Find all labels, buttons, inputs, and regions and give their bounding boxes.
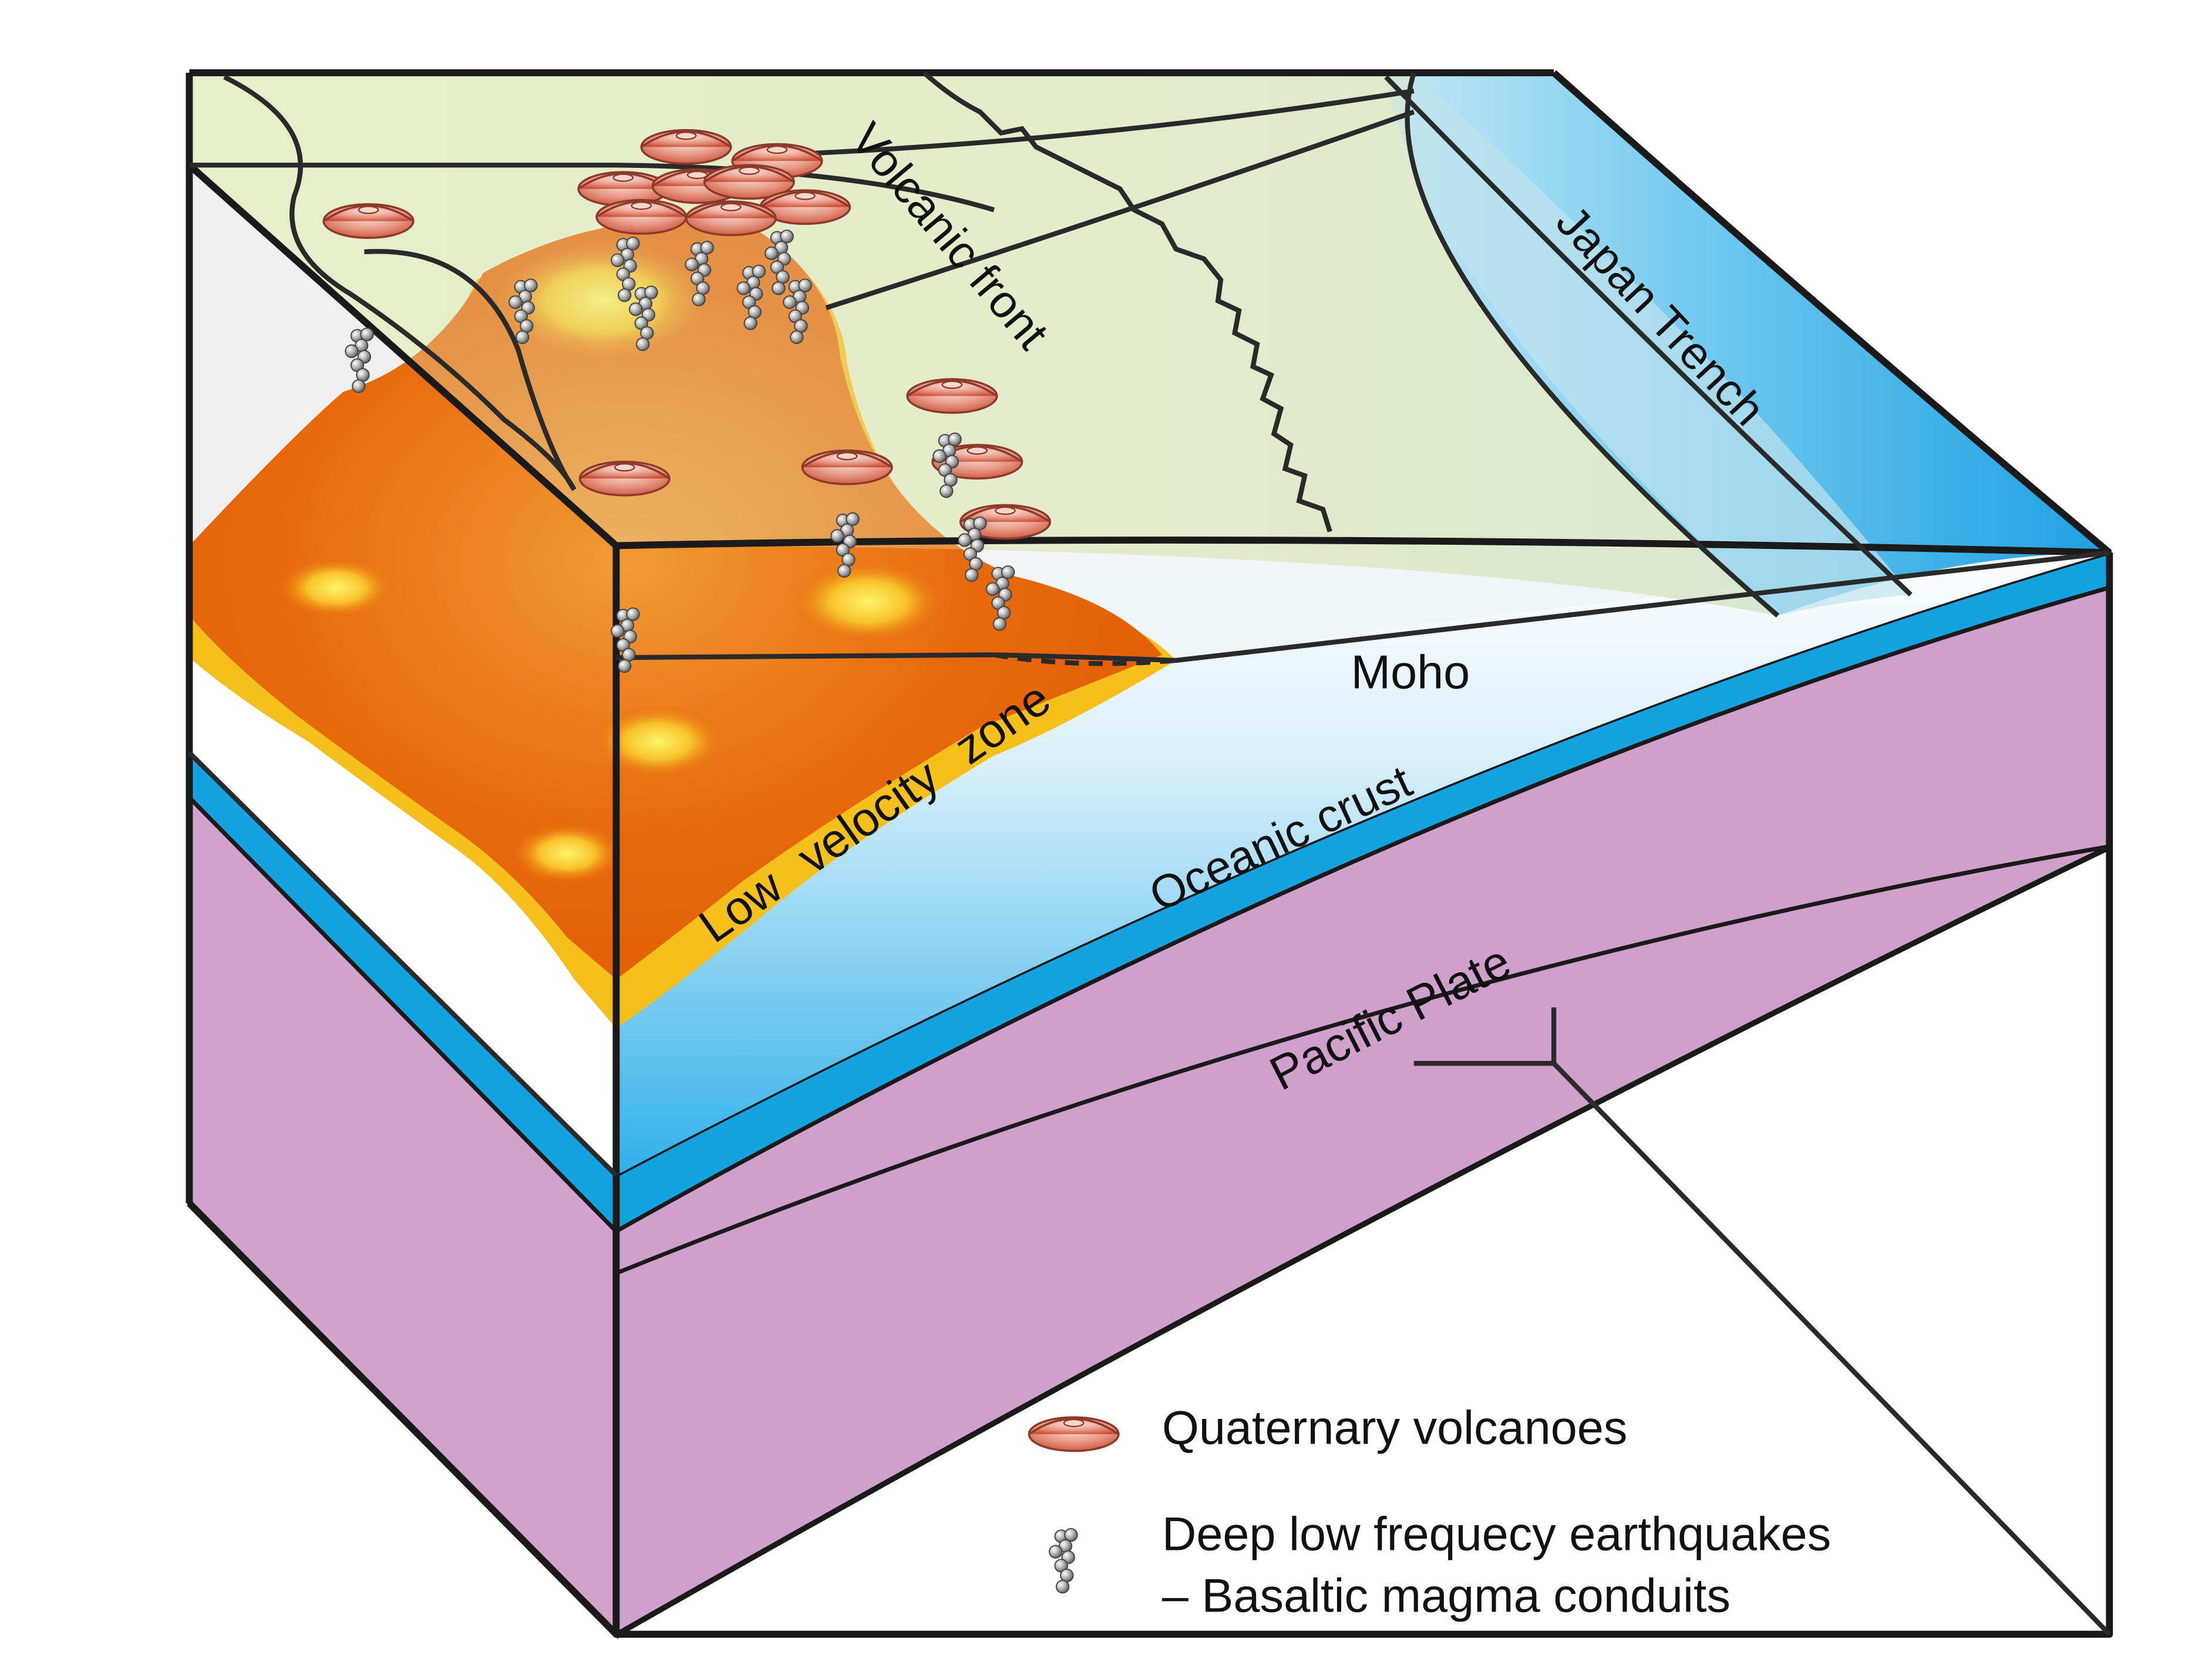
hotspot [490,238,715,364]
legend-earthquake-label-line2: – Basaltic magma conduits [1162,1570,1730,1623]
volcano-icon [685,200,777,237]
volcano-icon [801,449,893,486]
volcano-icon [322,203,415,239]
legend: Quaternary volcanoes Deep low frequecy e… [1028,1402,1831,1623]
volcano-icon [595,199,688,235]
volcano-icon [578,460,671,497]
slab-underside [616,846,2110,1634]
low-velocity-zone [189,218,1176,1029]
moho-label: Moho [1351,646,1470,699]
pacific-plate-wedge [614,844,2110,1638]
legend-volcano-icon [1028,1416,1120,1452]
volcano-icon [906,378,998,414]
ocean-surface [1407,72,2110,616]
hotspot [591,705,726,778]
block-outline [186,69,2113,1638]
low-velocity-zone-core [189,218,1162,980]
coastline [922,70,1332,532]
hotspot [511,822,624,885]
legend-volcano-label: Quaternary volcanoes [1162,1402,1628,1455]
legend-earthquake-label-line1: Deep low frequecy earthquakes [1162,1508,1831,1561]
hotspot [277,557,395,619]
hotspot [791,559,945,644]
volcano-icon [640,129,732,165]
